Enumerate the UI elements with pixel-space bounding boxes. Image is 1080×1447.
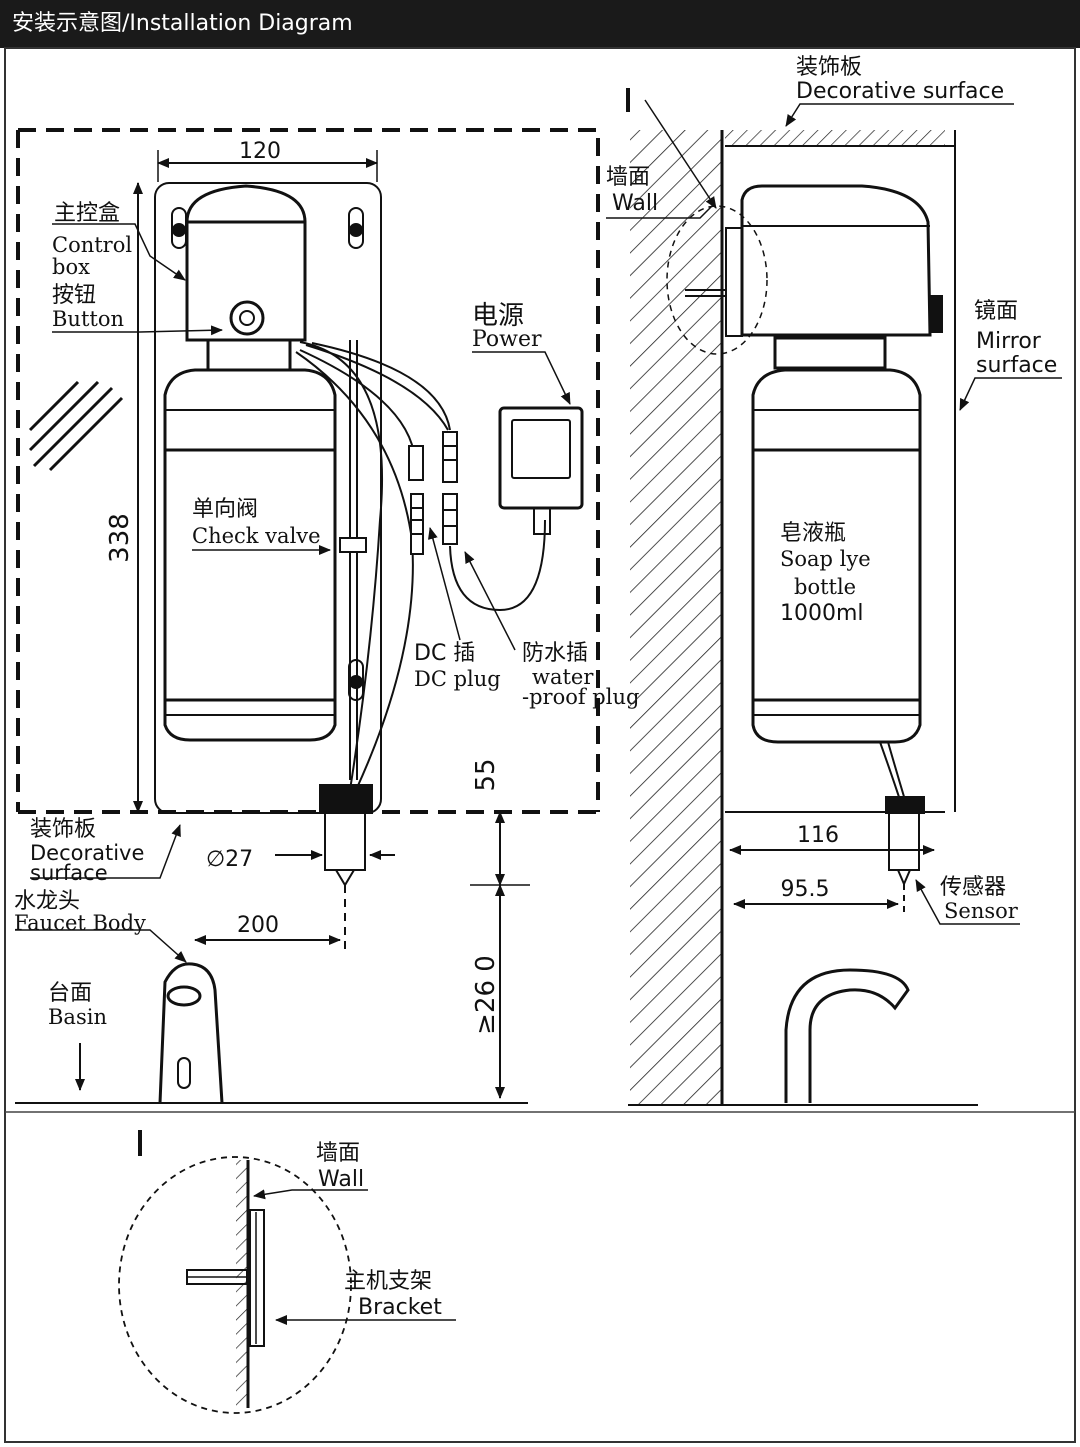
detail-view: [118, 1130, 456, 1414]
front-view-labels: 120 338 55 ≥26 0 ∅27 200 主控盒 Control box…: [14, 139, 639, 1035]
detail-view-labels: 墙面 Wall 主机支架 Bracket: [316, 1141, 442, 1320]
mirror-cn: 镜面: [974, 299, 1018, 324]
dc-plug-en: DC plug: [414, 667, 501, 691]
bracket-icon: [249, 1209, 265, 1347]
basin-en: Basin: [48, 1005, 107, 1029]
bracket-cn: 主机支架: [344, 1269, 432, 1294]
control-box: [185, 220, 307, 342]
side-view: [606, 88, 1062, 1106]
decorative-en-2: surface: [30, 861, 108, 885]
faucet-body-icon: [158, 962, 224, 1104]
mirror-en-1: Mirror: [976, 329, 1042, 354]
sensor-coupling: [319, 784, 373, 814]
dim-height: 338: [105, 513, 135, 563]
button-cn: 按钮: [52, 283, 96, 308]
control-box-dome: [185, 184, 307, 224]
page-frame: [4, 47, 1076, 1443]
dc-plug-icon: [408, 445, 424, 555]
bottle-en-1: Soap lye: [780, 547, 871, 571]
power-en: Power: [472, 327, 542, 352]
dim-sensor: 95.5: [781, 877, 830, 902]
control-box-cn: 主控盒: [54, 201, 120, 226]
soap-bottle-side: [751, 368, 922, 744]
sensor-en: Sensor: [944, 899, 1019, 923]
check-valve-icon: [339, 537, 367, 553]
control-box-side: [740, 184, 932, 337]
side-decorative-en: Decorative surface: [796, 79, 1004, 104]
check-valve-en: Check valve: [192, 524, 321, 548]
faucet-cn: 水龙头: [14, 889, 80, 914]
bottle-en-2: bottle: [794, 575, 856, 599]
mirror-en-2: surface: [976, 353, 1057, 378]
side-view-labels: 装饰板 Decorative surface 墙面 Wall 镜面 Mirror…: [606, 55, 1057, 923]
dim-diameter: ∅27: [206, 847, 253, 872]
bottle-en-3: 1000ml: [780, 601, 864, 626]
page-title: 安装示意图/Installation Diagram: [12, 11, 353, 36]
button-icon: [229, 300, 265, 336]
dim-min-height: ≥26 0: [471, 955, 501, 1035]
soap-bottle-front: [163, 368, 337, 742]
title-bar: 安装示意图/Installation Diagram: [0, 0, 1080, 48]
waterproof-en-2: -proof plug: [522, 685, 639, 709]
bracket-en: Bracket: [358, 1295, 442, 1320]
side-wall-cn: 墙面: [606, 165, 650, 190]
bottle-cn: 皂液瓶: [780, 521, 846, 546]
dim-width: 120: [239, 139, 281, 164]
control-box-en-1: Control: [52, 233, 132, 257]
front-view: [15, 128, 600, 1104]
control-box-en-2: box: [52, 255, 90, 279]
dim-faucet-offset: 200: [237, 913, 279, 938]
sensor-cn: 传感器: [940, 875, 1006, 900]
faucet-side-icon: [784, 968, 910, 1103]
side-wall-en: Wall: [612, 191, 658, 216]
dim-depth: 116: [797, 823, 839, 848]
waterproof-en-1: water: [532, 665, 594, 689]
decorative-en-1: Decorative: [30, 841, 144, 865]
power-cn: 电源: [472, 301, 524, 331]
backplate: [154, 182, 382, 814]
wall-hatch: [630, 130, 722, 1105]
detail-wall-cn: 墙面: [316, 1141, 360, 1166]
button-en: Button: [52, 307, 124, 331]
waterproof-cn: 防水插: [522, 641, 588, 666]
dim-gap: 55: [471, 758, 501, 791]
dc-plug-cn: DC 插: [414, 641, 475, 666]
faucet-en: Faucet Body: [14, 911, 146, 935]
waterproof-plug-icon: [442, 431, 458, 545]
decorative-cn: 装饰板: [30, 817, 96, 842]
check-valve-cn: 单向阀: [192, 497, 258, 522]
side-decorative-cn: 装饰板: [796, 55, 862, 80]
basin-cn: 台面: [48, 981, 92, 1006]
detail-wall-en: Wall: [318, 1167, 364, 1192]
